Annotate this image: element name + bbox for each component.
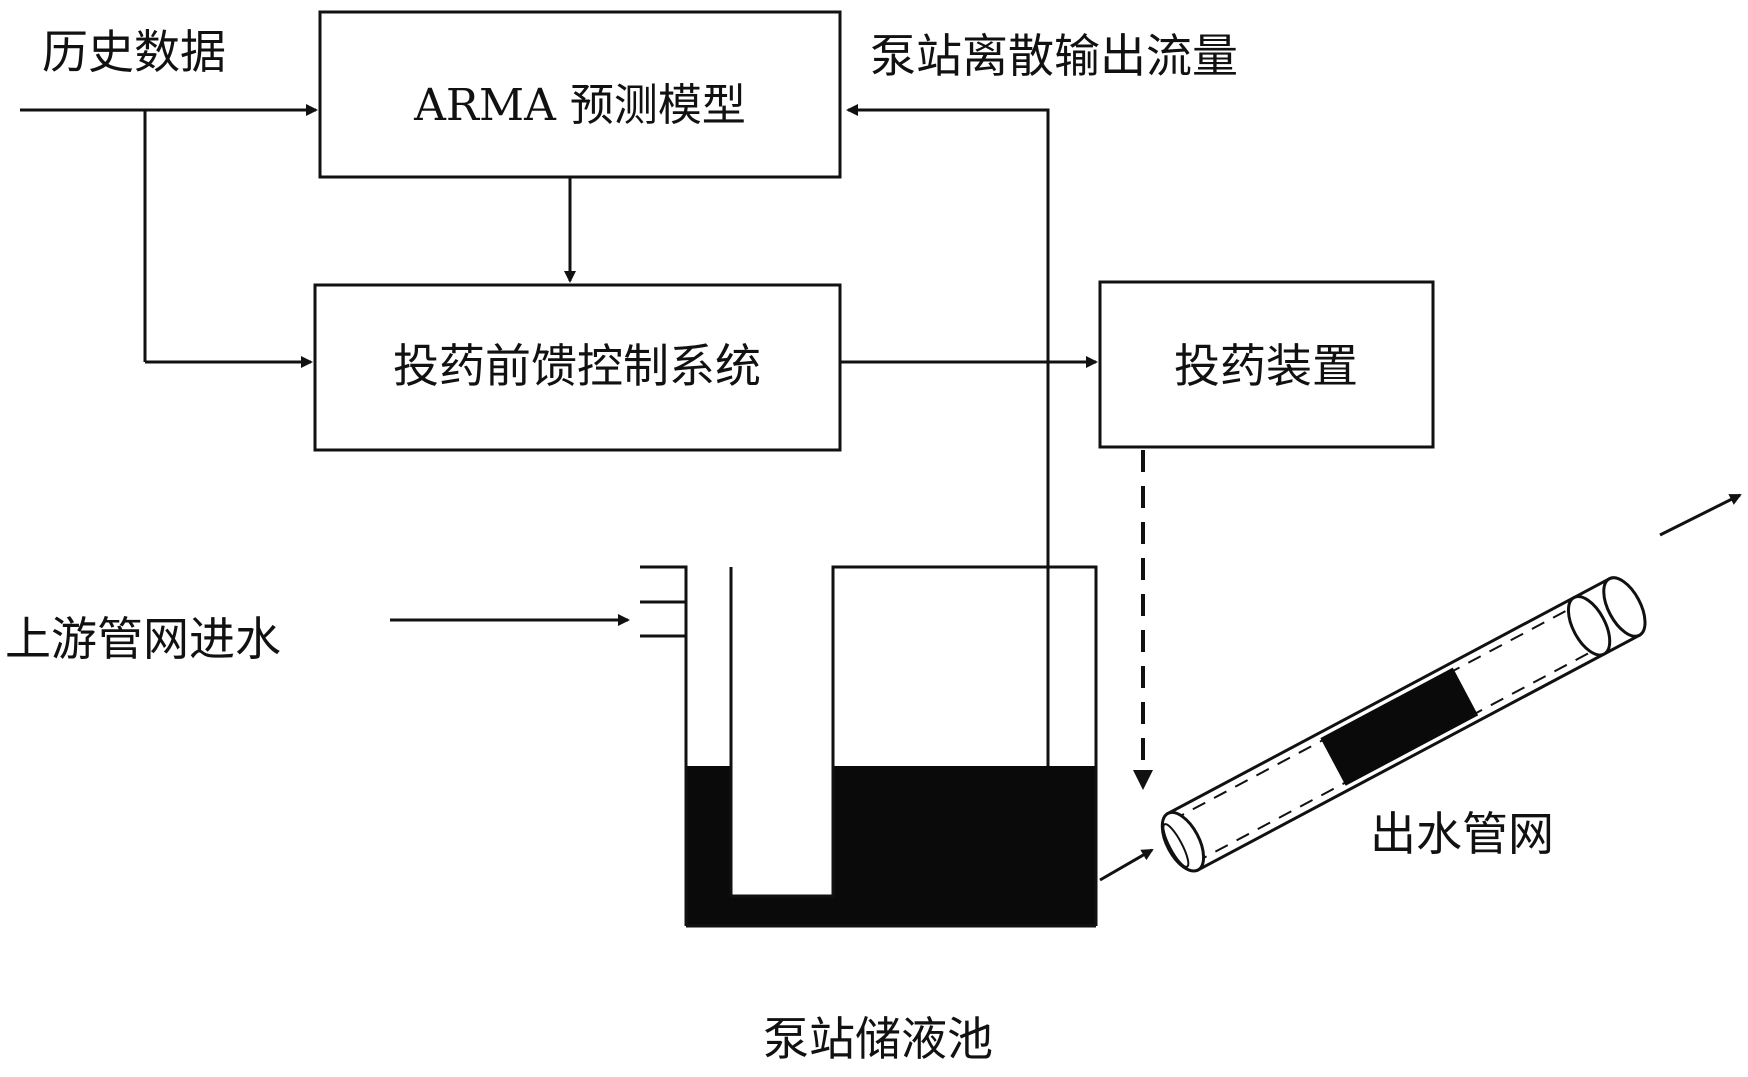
dosing-device-label: 投药装置 bbox=[1174, 339, 1358, 393]
upstream-inflow-label: 上游管网进水 bbox=[5, 612, 281, 666]
arma-model-label: ARMA 预测模型 bbox=[413, 80, 746, 131]
dosing-device-box bbox=[1098, 280, 1435, 449]
discrete-flow-label: 泵站离散输出流量 bbox=[870, 29, 1238, 83]
outlet-network-label: 出水管网 bbox=[1370, 807, 1554, 861]
storage-tank-label: 泵站储液池 bbox=[763, 1012, 993, 1066]
flow-feedback-line bbox=[846, 104, 1050, 775]
tank-to-pipe-arrow bbox=[1099, 848, 1154, 882]
history-data-label: 历史数据 bbox=[42, 25, 226, 79]
storage-tank bbox=[640, 565, 1098, 928]
feedforward-system-box bbox=[313, 283, 842, 452]
outlet-pipe bbox=[1160, 576, 1647, 873]
pipe-outflow-arrow bbox=[1659, 493, 1742, 537]
dosing-dashed-arrowhead bbox=[1133, 770, 1153, 790]
arma-model-box bbox=[318, 10, 842, 179]
feedforward-system-label: 投药前馈控制系统 bbox=[393, 339, 761, 393]
